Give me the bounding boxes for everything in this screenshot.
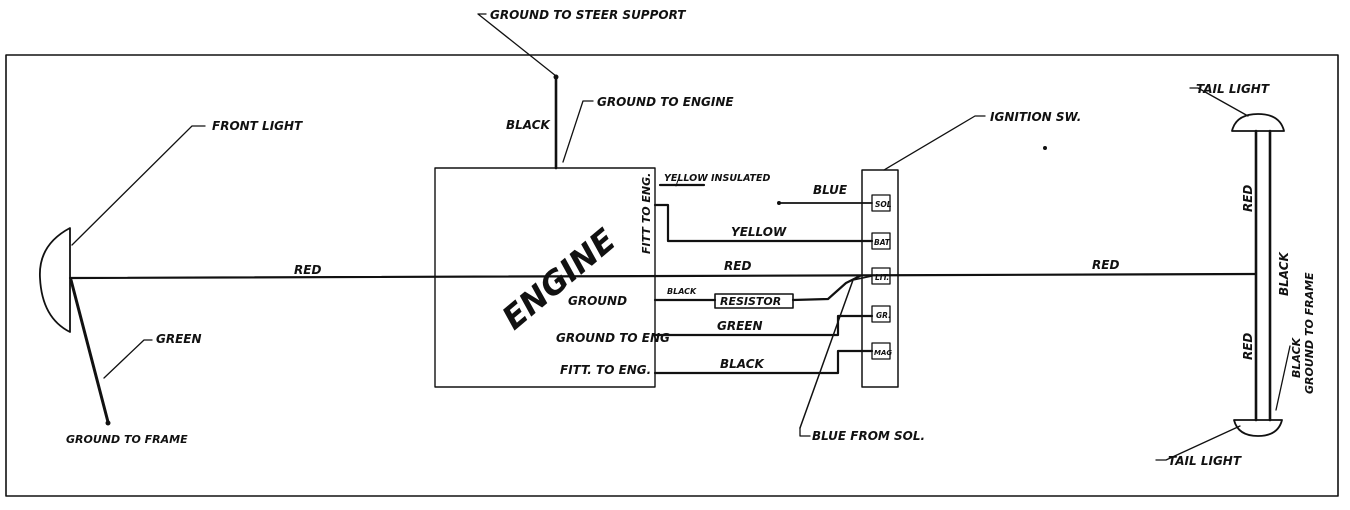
tail-light-bottom-leader <box>1155 425 1241 461</box>
terminal-mag: MAG <box>871 342 892 360</box>
label-blue-from-sol: BLUE FROM SOL. <box>812 429 925 443</box>
label-ignition-sw: IGNITION SW. <box>990 110 1081 124</box>
label-tail-light-top: TAIL LIGHT <box>1196 82 1270 96</box>
ignition-switch-box <box>861 169 899 388</box>
svg-text:BAT: BAT <box>874 238 891 247</box>
label-fitt-to-eng-vertical: FITT TO ENG. <box>640 173 653 254</box>
label-ground-to-engine: GROUND TO ENGINE <box>597 95 734 109</box>
label-resistor: RESISTOR <box>720 295 781 308</box>
label-tail-light-bottom: TAIL LIGHT <box>1168 454 1242 468</box>
terminal-sol: SOL <box>871 194 892 212</box>
tail-light-bottom <box>1233 419 1283 437</box>
label-red-left: RED <box>294 263 321 277</box>
label-engine: ENGINE <box>495 221 623 337</box>
stray-mark <box>1043 146 1047 150</box>
label-black-top: BLACK <box>506 118 552 132</box>
label-fitt-to-eng: FITT. TO ENG. <box>560 363 651 377</box>
blue-from-sol-wire <box>799 275 873 429</box>
green-wire <box>653 314 874 337</box>
green-leader <box>103 339 153 379</box>
label-ground-to-eng: GROUND TO ENG <box>556 331 670 345</box>
svg-text:MAG: MAG <box>874 349 892 357</box>
black-mag-wire <box>653 349 874 375</box>
label-green-left: GREEN <box>156 332 202 346</box>
blue-from-sol-leader <box>799 427 811 437</box>
label-red-vert-bottom: RED <box>1241 333 1255 360</box>
label-red-right: RED <box>1092 258 1119 272</box>
black-ground-leader <box>1275 345 1291 411</box>
yellow-wire <box>653 203 874 243</box>
label-black-ground-to-frame-2: GROUND TO FRAME <box>1303 272 1316 394</box>
svg-text:LIT.: LIT. <box>875 273 889 282</box>
front-light <box>39 227 71 333</box>
green-ground-wire <box>69 278 110 424</box>
label-red-mid: RED <box>724 259 751 273</box>
label-yellow: YELLOW <box>731 225 787 239</box>
label-black-bottom: BLACK <box>720 357 766 371</box>
label-green-mid: GREEN <box>717 319 763 333</box>
label-blue: BLUE <box>813 183 848 197</box>
steer-support-leader <box>477 13 557 77</box>
terminal-gr: GR. <box>871 305 891 323</box>
ignition-sw-leader <box>883 115 986 171</box>
label-ground-to-steer-support: GROUND TO STEER SUPPORT <box>490 8 686 22</box>
front-light-leader <box>71 125 206 246</box>
label-ground: GROUND <box>568 294 627 308</box>
label-black-small: BLACK <box>667 287 697 296</box>
svg-text:SOL: SOL <box>875 200 892 209</box>
ground-to-engine-leader <box>562 100 594 163</box>
label-red-vert-top: RED <box>1241 185 1255 212</box>
svg-text:GR.: GR. <box>876 311 891 320</box>
frame-ground-dot <box>105 420 111 426</box>
diagram-border <box>5 54 1339 497</box>
label-black-ground-to-frame-1: BLACK <box>1290 336 1303 378</box>
tail-light-top-leader <box>1189 87 1249 117</box>
label-front-light: FRONT LIGHT <box>212 119 303 133</box>
red-main-wire <box>68 272 1258 280</box>
yellow-insulated-tick <box>675 179 679 187</box>
terminal-bat: BAT <box>871 232 891 250</box>
label-ground-to-frame: GROUND TO FRAME <box>66 433 188 446</box>
label-black-vert: BLACK <box>1277 250 1291 296</box>
terminal-lit: LIT. <box>871 267 891 285</box>
engine-box <box>434 167 656 388</box>
label-yellow-insulated: YELLOW INSULATED <box>664 173 771 184</box>
tail-light-top <box>1231 113 1285 132</box>
